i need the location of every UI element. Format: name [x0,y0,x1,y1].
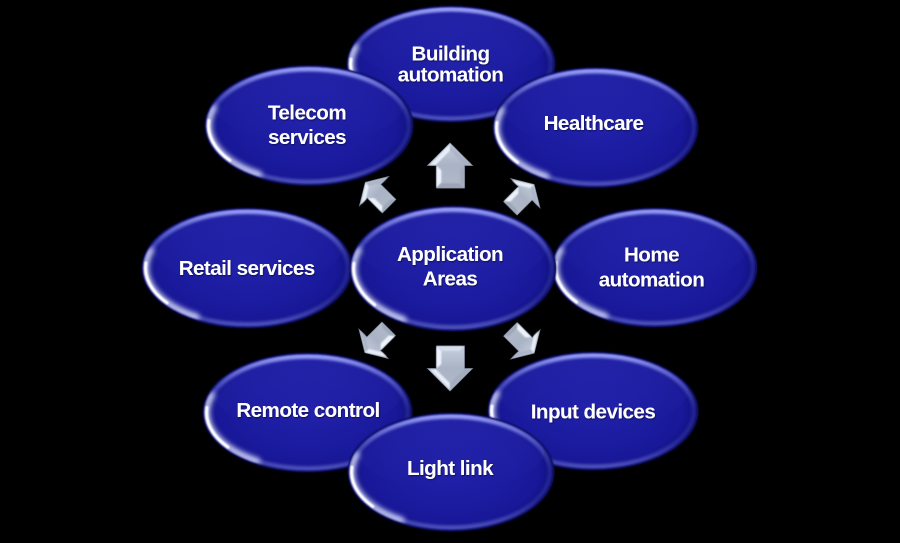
svg-text:Light link: Light link [407,457,494,480]
svg-text:Remote control: Remote control [236,399,379,422]
svg-text:automation: automation [398,64,503,87]
svg-text:Healthcare: Healthcare [544,112,644,135]
svg-text:Building: Building [412,43,490,66]
svg-text:Telecom: Telecom [268,101,346,124]
svg-text:services: services [268,126,346,149]
svg-text:Input devices: Input devices [531,400,656,423]
svg-text:Application: Application [397,243,503,266]
svg-text:Retail services: Retail services [179,257,315,280]
svg-text:Home: Home [624,244,679,267]
svg-text:Areas: Areas [423,268,478,291]
svg-text:automation: automation [599,269,704,292]
